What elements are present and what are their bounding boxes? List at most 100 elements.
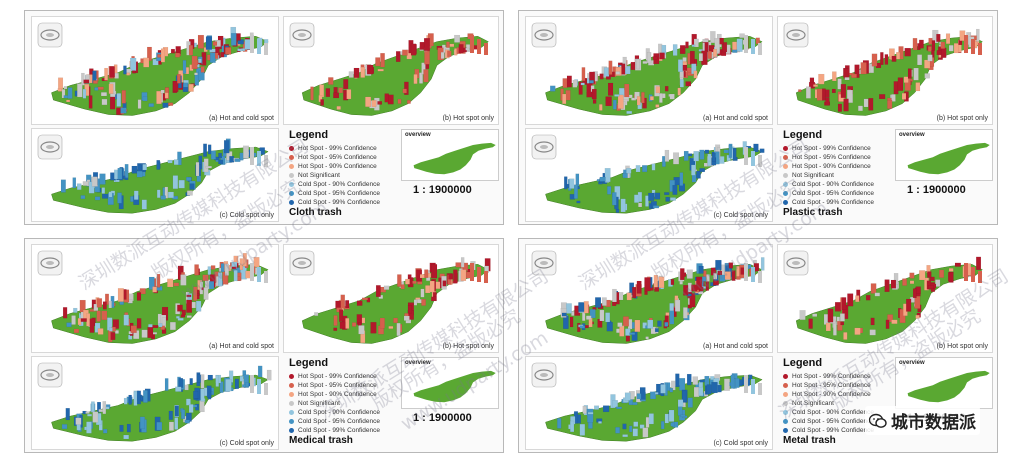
map-cell xyxy=(440,52,445,59)
map-cell xyxy=(642,61,648,64)
island-pillar xyxy=(257,39,261,54)
map-cell xyxy=(191,55,198,69)
legend-label: Not Significant xyxy=(792,400,834,407)
hotspot-map-b xyxy=(795,28,983,116)
map-cell xyxy=(940,47,947,58)
map-cell xyxy=(615,66,622,76)
legend-swatch xyxy=(289,392,294,397)
map-cell xyxy=(909,280,915,284)
map-cell xyxy=(67,87,73,99)
map-cell xyxy=(683,307,688,319)
legend-label: Not Significant xyxy=(792,172,834,179)
legend-label: Cold Spot - 90% Confidence xyxy=(298,409,381,416)
map-cell xyxy=(634,319,641,332)
map-cell xyxy=(220,52,225,58)
map-cell xyxy=(870,317,875,326)
map-cell xyxy=(186,176,192,181)
map-cell xyxy=(833,321,837,336)
map-cell xyxy=(624,83,630,98)
map-cell xyxy=(633,421,639,427)
map-cell xyxy=(612,288,617,303)
map-cell xyxy=(420,288,425,298)
map-cell xyxy=(266,369,272,381)
legend-swatch xyxy=(783,428,788,433)
map-cell xyxy=(253,257,260,268)
legend-label: Cold Spot - 99% Confidence xyxy=(792,427,875,434)
legend-swatch xyxy=(783,146,788,151)
map-cell xyxy=(644,277,651,292)
map-cell xyxy=(97,401,101,413)
island-pillar xyxy=(744,35,748,53)
map-cell xyxy=(345,318,350,329)
map-cell xyxy=(333,315,338,326)
island-pillar xyxy=(264,43,268,55)
map-cell xyxy=(199,400,205,413)
map-cell xyxy=(914,296,921,309)
map-cell xyxy=(615,427,620,434)
map-cell xyxy=(664,86,669,92)
subplot-c: (c) Cold spot only xyxy=(31,128,279,222)
overview-map xyxy=(413,142,496,175)
map-cell xyxy=(728,262,734,269)
map-cell xyxy=(651,163,656,171)
island-pillar xyxy=(470,35,474,53)
map-cell xyxy=(664,149,670,162)
map-cell xyxy=(356,300,363,306)
map-cell xyxy=(670,422,675,427)
legend-item: Cold Spot - 90% Confidence xyxy=(783,408,893,417)
map-cell xyxy=(339,321,346,329)
legend-label: Cold Spot - 99% Confidence xyxy=(298,427,381,434)
map-cell xyxy=(624,392,631,401)
subplot-b: (b) Hot spot only xyxy=(283,244,499,353)
map-cell xyxy=(924,59,931,69)
map-cell xyxy=(598,421,602,424)
map-cell xyxy=(206,385,212,398)
map-cell xyxy=(431,264,438,279)
map-cell xyxy=(707,50,712,59)
globe-icon xyxy=(37,22,63,48)
map-cell xyxy=(605,96,612,107)
map-cell xyxy=(164,186,169,199)
map-cell xyxy=(102,401,107,415)
legend-swatch xyxy=(783,173,788,178)
island-pillar xyxy=(257,379,261,394)
map-cell xyxy=(648,192,655,201)
map-cell xyxy=(73,307,78,313)
map-cell xyxy=(148,276,155,290)
map-cell xyxy=(177,304,183,312)
island-pillar xyxy=(758,43,762,55)
map-cell xyxy=(880,52,884,65)
map-cell xyxy=(87,413,92,417)
map-cell xyxy=(645,195,649,207)
map-cell xyxy=(591,88,597,100)
map-cell xyxy=(732,49,738,53)
map-cell xyxy=(562,93,567,105)
map-cell xyxy=(680,268,685,281)
island-pillar xyxy=(250,35,254,53)
map-cell xyxy=(156,160,161,170)
map-cell xyxy=(561,312,567,317)
map-cell xyxy=(225,379,232,392)
legend-item: Hot Spot - 90% Confidence xyxy=(783,162,893,171)
map-cell xyxy=(825,97,830,106)
map-cell xyxy=(760,257,765,271)
map-cell xyxy=(622,434,628,438)
map-cell xyxy=(825,322,831,332)
legend-label: Hot Spot - 95% Confidence xyxy=(792,382,871,389)
hotspot-map-c xyxy=(51,365,272,442)
map-cell xyxy=(136,390,141,405)
subplot-caption: (a) Hot and cold spot xyxy=(703,343,768,350)
map-cell xyxy=(442,280,447,287)
map-cell xyxy=(375,57,381,67)
map-cell xyxy=(693,38,699,48)
map-cell xyxy=(604,168,611,183)
map-cell xyxy=(649,96,654,101)
map-cell xyxy=(693,70,698,79)
island-pillar xyxy=(971,267,975,282)
map-cell xyxy=(148,103,154,107)
map-cell xyxy=(244,39,251,50)
map-cell xyxy=(360,66,366,78)
map-cell xyxy=(843,98,849,112)
map-cell xyxy=(976,28,980,42)
map-cell xyxy=(402,88,407,94)
